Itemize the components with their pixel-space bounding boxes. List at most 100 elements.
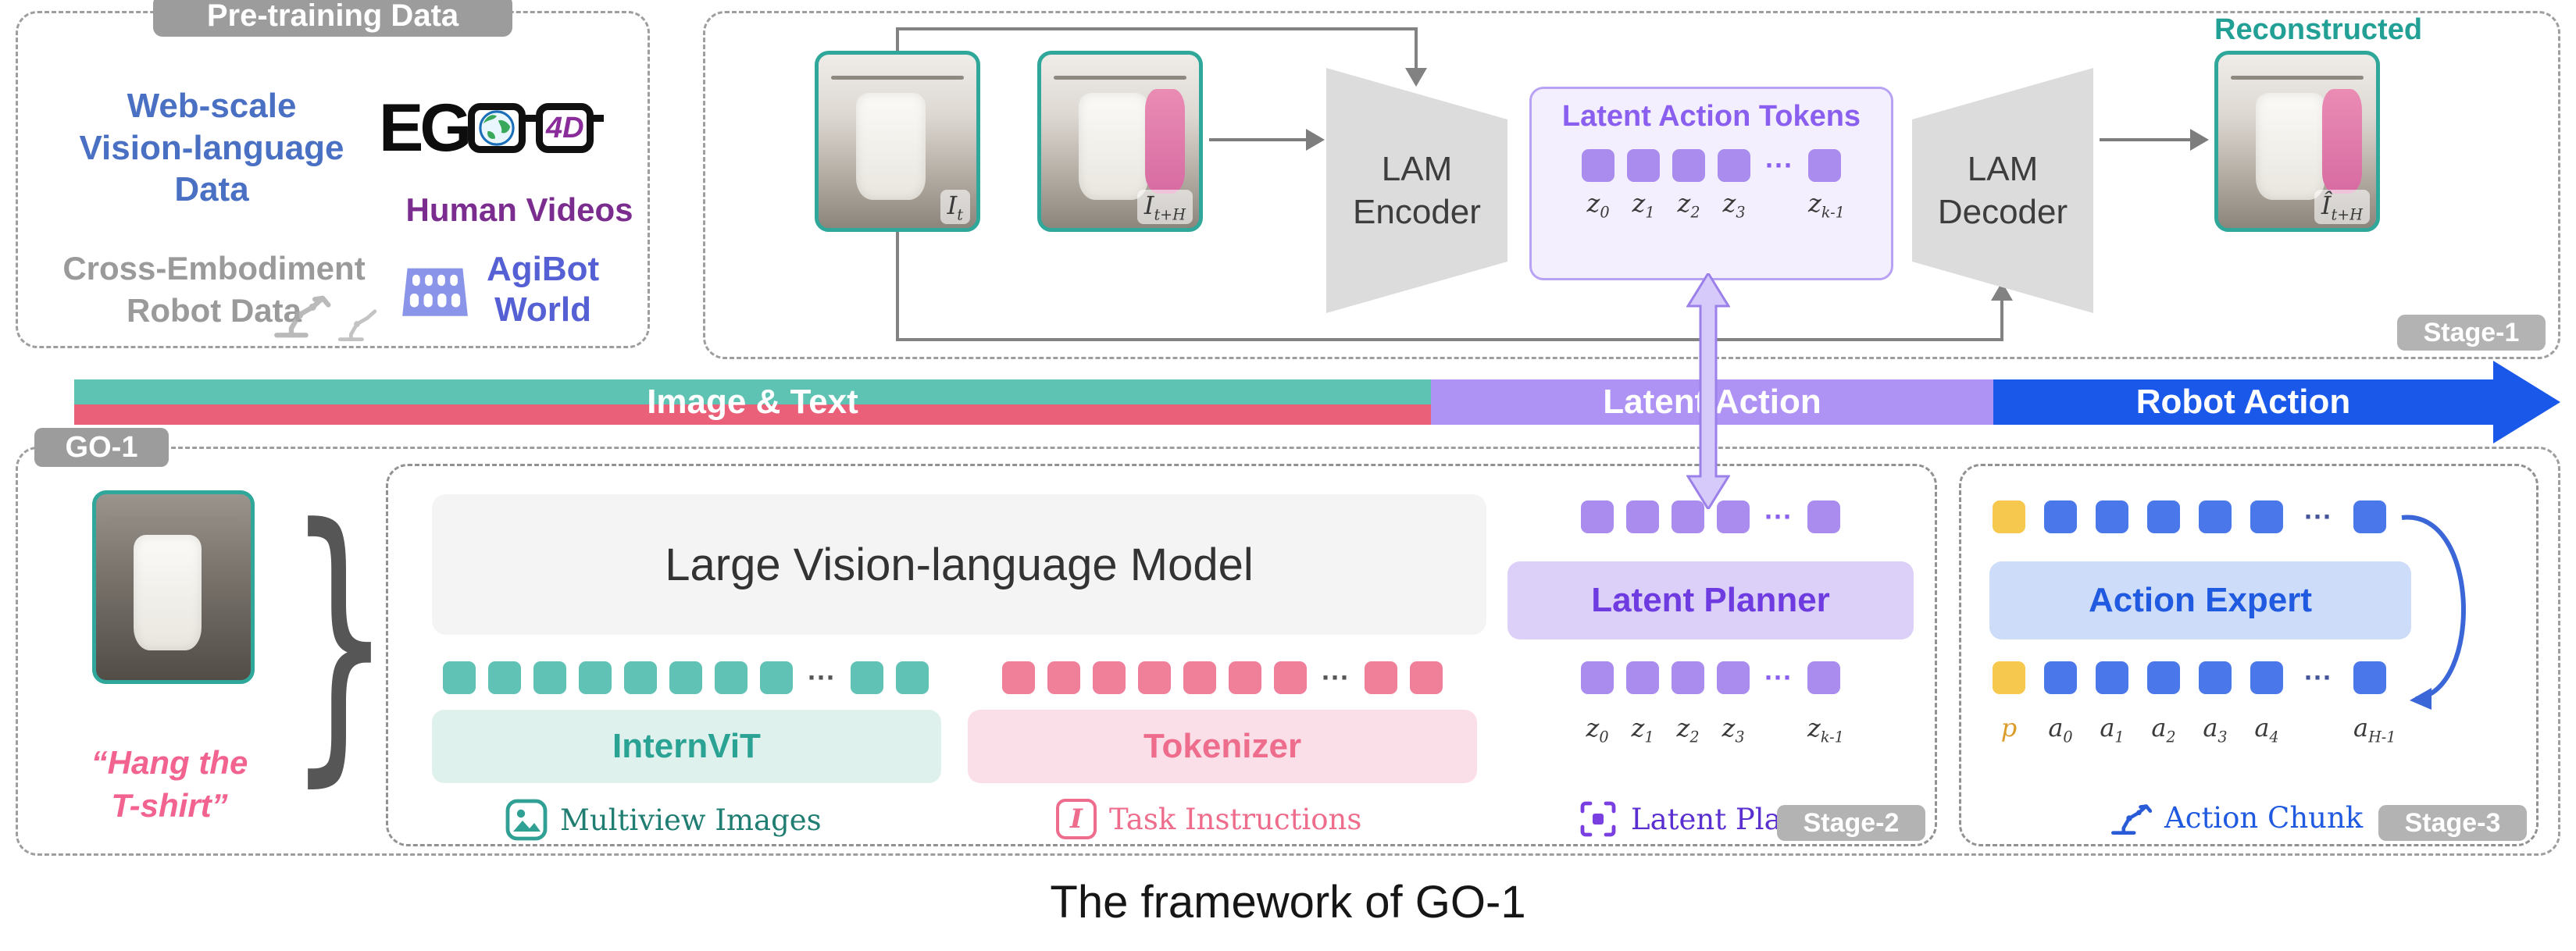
- lam-decoder-label: LAM Decoder: [1937, 150, 2068, 231]
- ego4d-text: EG: [379, 91, 472, 166]
- connector-line: [896, 232, 899, 341]
- token: [2147, 500, 2180, 533]
- lam-encoder: LAM Encoder: [1326, 68, 1507, 313]
- observation-image-t: It: [815, 51, 980, 232]
- image-label: Ît+H: [2314, 189, 2370, 224]
- colosseum-icon: [402, 268, 468, 316]
- go1-badge: GO-1: [34, 428, 169, 467]
- token: [851, 661, 883, 694]
- action-token-labels: p a0 a1 a2 a3 a4 aH-1: [1993, 713, 2396, 746]
- token: [896, 661, 929, 694]
- internvit-block: InternViT: [432, 710, 941, 783]
- connector-line: [896, 27, 1418, 30]
- token: [2353, 661, 2386, 694]
- pretraining-data-panel: Pre-training Data Web-scale Vision-langu…: [16, 0, 650, 348]
- stage2-panel: Large Vision-language Model ··· ··· Inte…: [386, 464, 1937, 846]
- arrowhead-icon: [1306, 129, 1325, 151]
- token: [1582, 149, 1614, 182]
- latent-token-labels: z0 z1 z2 z3 zk-1: [1581, 713, 1843, 746]
- latent-action-tokens-title: Latent Action Tokens: [1561, 100, 1861, 133]
- token-label: z3: [1722, 188, 1746, 222]
- cross-embodiment-label: Cross-Embodiment Robot Data: [62, 250, 366, 329]
- bar-segment-image-text: Image & Text: [74, 379, 1431, 425]
- robot-arm-icon: [2111, 804, 2152, 835]
- loop-arrow-icon: [2401, 515, 2466, 710]
- token: [760, 661, 793, 694]
- task-instructions-legend: I Task Instructions: [1056, 799, 1361, 839]
- token-label: z2: [1676, 713, 1700, 746]
- human-videos-label: Human Videos: [405, 191, 633, 228]
- stage1-panel: It It+H LAM Encoder Latent Action Tokens…: [703, 11, 2560, 359]
- token: [1581, 661, 1614, 694]
- token-label: a4: [2254, 713, 2279, 746]
- token: [715, 661, 747, 694]
- reconstructed-label: Reconstructed: [2214, 13, 2423, 46]
- token: [1672, 661, 1704, 694]
- proprio-token: [1993, 661, 2025, 694]
- ellipsis: ···: [808, 661, 836, 693]
- label-spacer: [1762, 713, 1795, 746]
- latent-token-row: ···: [1581, 661, 1840, 694]
- pink-dress: [2322, 89, 2362, 194]
- token: [2353, 500, 2386, 533]
- scan-icon: [1580, 801, 1616, 837]
- token: [1626, 500, 1659, 533]
- double-arrow-icon: [1686, 273, 1730, 509]
- connector-line: [1209, 138, 1308, 141]
- ellipsis: ···: [2304, 500, 2332, 532]
- proprio-token: [1993, 500, 2025, 533]
- latent-planner-block: Latent Planner: [1507, 561, 1914, 639]
- token-label: z1: [1631, 713, 1654, 746]
- ellipsis: ···: [1764, 500, 1793, 532]
- token-label: z3: [1721, 713, 1745, 746]
- ego4d-4d-text: 4D: [545, 111, 584, 144]
- ellipsis: ···: [1322, 661, 1350, 693]
- token: [1717, 661, 1750, 694]
- latent-token-row: ···: [1581, 500, 1840, 533]
- stage2-badge: Stage-2: [1777, 805, 1925, 841]
- action-expert-block: Action Expert: [1989, 561, 2411, 639]
- observation-image-t-plus-h: It+H: [1037, 51, 1203, 232]
- ego4d-logo: EG 4D: [379, 91, 605, 166]
- photo-icon: [505, 799, 548, 841]
- token-label: z1: [1632, 188, 1655, 222]
- connector-line: [2100, 138, 2192, 141]
- token: [1627, 149, 1660, 182]
- token: [1093, 661, 1126, 694]
- go1-panel: [16, 447, 2560, 856]
- token-label: a0: [2048, 713, 2073, 746]
- token: [1047, 661, 1080, 694]
- vision-language-model-block: Large Vision-language Model: [432, 494, 1486, 635]
- stage1-badge: Stage-1: [2397, 315, 2546, 351]
- token: [1626, 661, 1659, 694]
- token: [2250, 500, 2283, 533]
- action-chunk-legend: Action Chunk: [2107, 799, 2363, 836]
- token: [2147, 661, 2180, 694]
- token: [1365, 661, 1397, 694]
- token: [1410, 661, 1443, 694]
- globe-icon: [479, 110, 515, 146]
- token: [1808, 149, 1841, 182]
- token: [2199, 500, 2232, 533]
- token: [1183, 661, 1216, 694]
- robot-arm-icon: [337, 309, 377, 342]
- token-label: a2: [2151, 713, 2176, 746]
- token: [2044, 500, 2077, 533]
- token: [1002, 661, 1035, 694]
- glasses-lens: 4D: [536, 103, 594, 153]
- token: [1718, 149, 1750, 182]
- latent-token-row: ···: [1532, 149, 1891, 182]
- glasses-bridge: [526, 114, 537, 122]
- token: [2044, 661, 2077, 694]
- token: [1672, 149, 1705, 182]
- token: [669, 661, 702, 694]
- token: [1229, 661, 1261, 694]
- lam-encoder-label: LAM Encoder: [1353, 150, 1481, 231]
- token-label: a3: [2203, 713, 2228, 746]
- multiview-images-legend: Multiview Images: [505, 799, 822, 841]
- ellipsis: ···: [1764, 661, 1793, 693]
- grouping-brace: }: [287, 465, 391, 811]
- token: [579, 661, 612, 694]
- token: [1138, 661, 1171, 694]
